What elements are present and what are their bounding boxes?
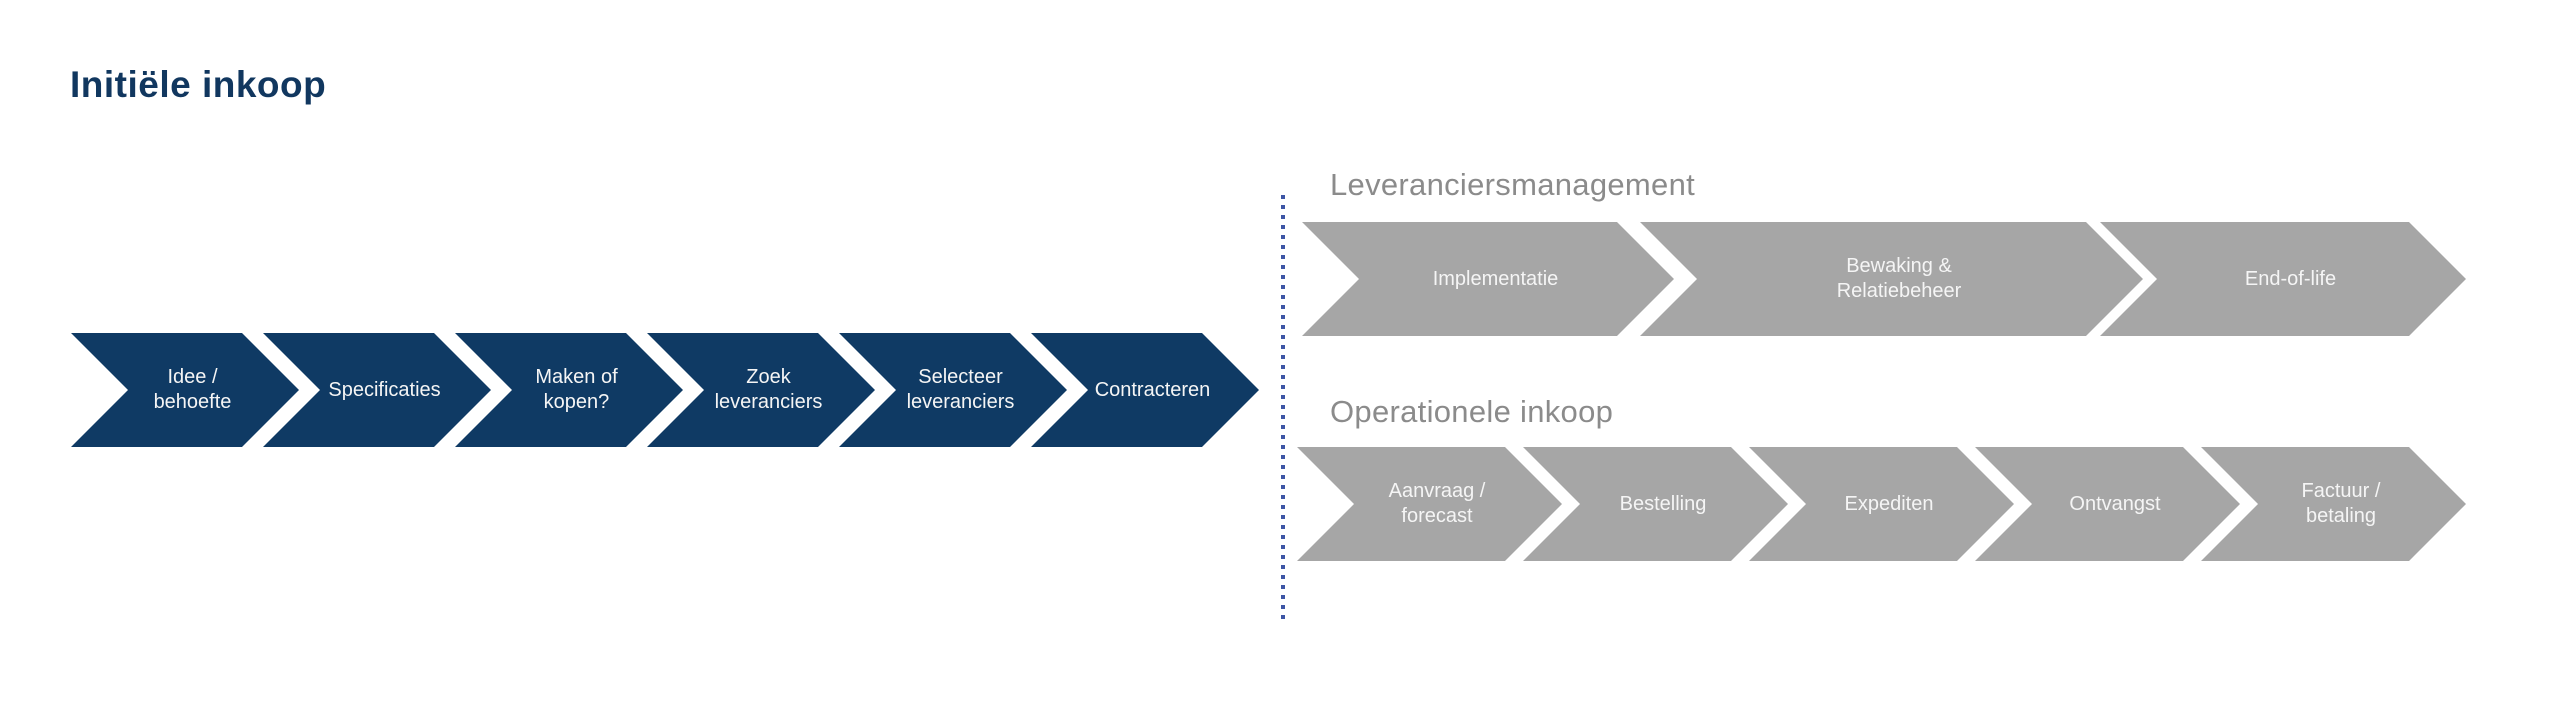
chevron-label: Bewaking & Relatiebeheer	[1836, 255, 1962, 302]
chevron-zoek-leveranciers: Zoek leveranciers	[647, 333, 875, 447]
chevron-idee-behoefte: Idee / behoefte	[71, 333, 299, 447]
page-title: Initiële inkoop	[70, 64, 327, 105]
chevron-label: Aanvraag / forecast	[1388, 480, 1486, 527]
heading-leveranciersmanagement: Leveranciersmanagement	[1330, 167, 1696, 202]
chevron-expediten: Expediten	[1749, 447, 2014, 561]
chevron-label: Implementatie	[1432, 267, 1559, 290]
chevron-bewaking-relatiebeheer: Bewaking & Relatiebeheer	[1640, 222, 2143, 336]
chevron-label: Bestelling	[1619, 492, 1707, 515]
chevron-label: Zoek leveranciers	[714, 366, 823, 413]
chevron-implementatie: Implementatie	[1302, 222, 1674, 336]
chevron-label: Maken of kopen?	[535, 366, 618, 413]
chevron-ontvangst: Ontvangst	[1975, 447, 2240, 561]
chevron-label: Contracteren	[1094, 378, 1211, 401]
chevron-end-of-life: End-of-life	[2100, 222, 2466, 336]
chevron-label: Ontvangst	[2069, 492, 2161, 515]
chevron-label: Idee / behoefte	[153, 366, 232, 413]
chevron-label: Specificaties	[328, 378, 441, 401]
chevron-factuur-betaling: Factuur / betaling	[2201, 447, 2466, 561]
heading-operationele-inkoop: Operationele inkoop	[1330, 394, 1614, 429]
chevron-label: Selecteer leveranciers	[906, 366, 1015, 413]
chevron-aanvraag-forecast: Aanvraag / forecast	[1297, 447, 1562, 561]
chevron-label: End-of-life	[2244, 267, 2337, 290]
chevron-bestelling: Bestelling	[1523, 447, 1788, 561]
chevron-label: Factuur / betaling	[2301, 480, 2381, 527]
chevron-specificaties: Specificaties	[263, 333, 491, 447]
dotted-divider-line	[1281, 195, 1285, 620]
chevron-label: Expediten	[1844, 492, 1934, 515]
